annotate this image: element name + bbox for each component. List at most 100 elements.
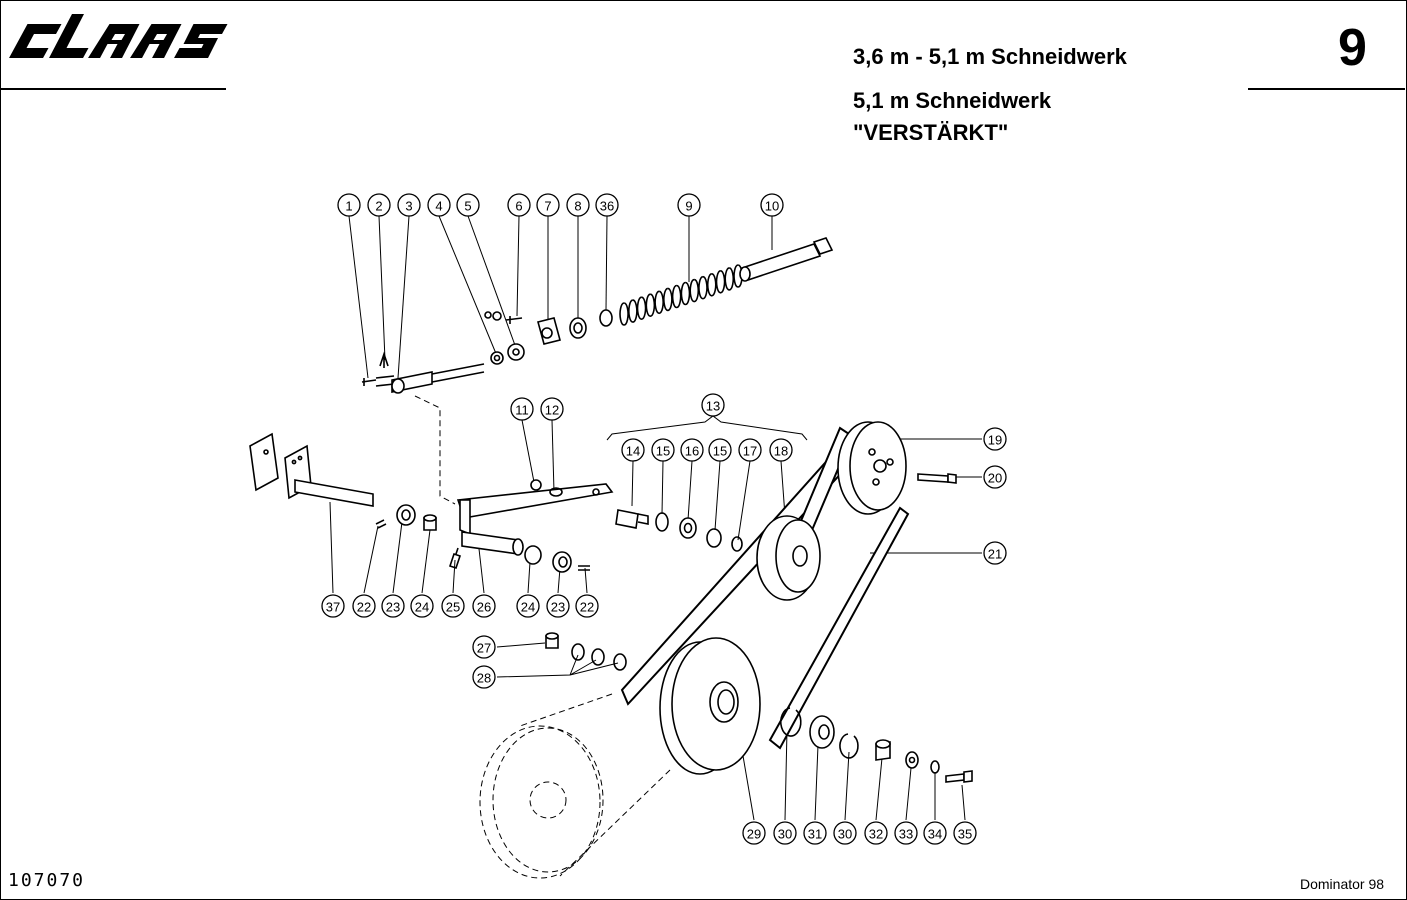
callout-26: 26 [472, 594, 496, 618]
callout-circle [738, 438, 762, 462]
claas-logo [9, 14, 228, 58]
callout-number: 36 [600, 199, 614, 214]
callout-number: 2 [375, 199, 382, 214]
model-name: Dominator 98 [1300, 876, 1385, 892]
part-grease-nipple-25 [448, 547, 462, 570]
part-spring-9 [619, 264, 743, 326]
part-pulley-19 [837, 421, 907, 515]
part-bearing-23a [396, 504, 416, 526]
callout-21: 21 [983, 541, 1007, 565]
callout-12: 12 [540, 397, 564, 421]
callout-5: 5 [456, 193, 480, 217]
callout-number: 24 [521, 600, 535, 615]
callout-circle [397, 193, 421, 217]
callout-23b: 23 [546, 594, 570, 618]
part-pin-22a [375, 519, 387, 529]
callout-11: 11 [510, 397, 534, 421]
callout-29: 29 [742, 821, 766, 845]
callout-number: 15 [656, 444, 670, 459]
part-bush-24a [423, 514, 437, 531]
callout-25: 25 [441, 594, 465, 618]
callout-number: 37 [326, 600, 340, 615]
callout-28: 28 [472, 665, 496, 689]
callout-circle [769, 438, 793, 462]
callout-circle [540, 397, 564, 421]
callout-37: 37 [321, 594, 345, 618]
callout-number: 10 [765, 199, 779, 214]
callout-number: 30 [838, 827, 852, 842]
part-ring-36 [599, 309, 613, 327]
callout-number: 29 [747, 827, 761, 842]
callout-circle [352, 594, 376, 618]
callout-circle [367, 193, 391, 217]
part-screw-6 [484, 311, 523, 324]
callout-3: 3 [397, 193, 421, 217]
callout-circle [983, 465, 1007, 489]
callout-number: 6 [515, 199, 522, 214]
callout-number: 32 [869, 827, 883, 842]
callout-circle [472, 635, 496, 659]
callout-13: 13 [701, 393, 725, 417]
callout-number: 13 [706, 399, 720, 414]
callout-22a: 22 [352, 594, 376, 618]
callout-number: 9 [685, 199, 692, 214]
part-ring-15b [706, 528, 722, 548]
callout-circle [546, 594, 570, 618]
callout-circle [427, 193, 451, 217]
callout-circle [773, 821, 797, 845]
callout-number: 25 [446, 600, 460, 615]
callout-number: 17 [743, 444, 757, 459]
callout-circle [953, 821, 977, 845]
part-circlip-30b [839, 733, 859, 759]
callout-32: 32 [864, 821, 888, 845]
callout-19: 19 [983, 427, 1007, 451]
leader-lines [329, 215, 982, 821]
callout-number: 33 [899, 827, 913, 842]
callout-9: 9 [677, 193, 701, 217]
callout-number: 16 [685, 444, 699, 459]
part-splitpin-2 [379, 351, 389, 368]
callout-circle [456, 193, 480, 217]
callout-circle [507, 193, 531, 217]
callout-number: 18 [774, 444, 788, 459]
part-circlip-30a [780, 707, 802, 737]
callout-circle [864, 821, 888, 845]
part-washer-5 [507, 343, 525, 361]
callout-number: 20 [988, 471, 1002, 486]
callout-number: 14 [626, 444, 640, 459]
part-washer-33 [905, 751, 919, 769]
document-number: 107070 [8, 870, 86, 891]
callout-number: 7 [544, 199, 551, 214]
callout-number: 12 [545, 403, 559, 418]
callout-number: 22 [357, 600, 371, 615]
callout-circle [742, 821, 766, 845]
part-bush-8 [569, 317, 587, 339]
callout-number: 31 [808, 827, 822, 842]
callout-18: 18 [769, 438, 793, 462]
part-washer-34 [930, 760, 940, 774]
callout-24a: 24 [410, 594, 434, 618]
callout-circle [510, 397, 534, 421]
callout-4: 4 [427, 193, 451, 217]
part-bolt-35 [945, 770, 973, 783]
callout-circle [381, 594, 405, 618]
assembly-dashed-line [414, 395, 456, 505]
part-bearing-31 [809, 715, 835, 749]
part-ring-15a [655, 512, 669, 532]
callout-number: 1 [345, 199, 352, 214]
callout-circle [595, 193, 619, 217]
callout-circle [677, 193, 701, 217]
header-title-line3: "VERSTÄRKT" [853, 120, 1009, 145]
callout-22b: 22 [575, 594, 599, 618]
callout-16: 16 [680, 438, 704, 462]
callout-number: 5 [464, 199, 471, 214]
part-bearing-23b [552, 551, 572, 573]
callout-30a: 30 [773, 821, 797, 845]
callout-circle [410, 594, 434, 618]
callout-number: 8 [574, 199, 581, 214]
callout-15a: 15 [651, 438, 675, 462]
callout-8: 8 [566, 193, 590, 217]
callout-36: 36 [595, 193, 619, 217]
